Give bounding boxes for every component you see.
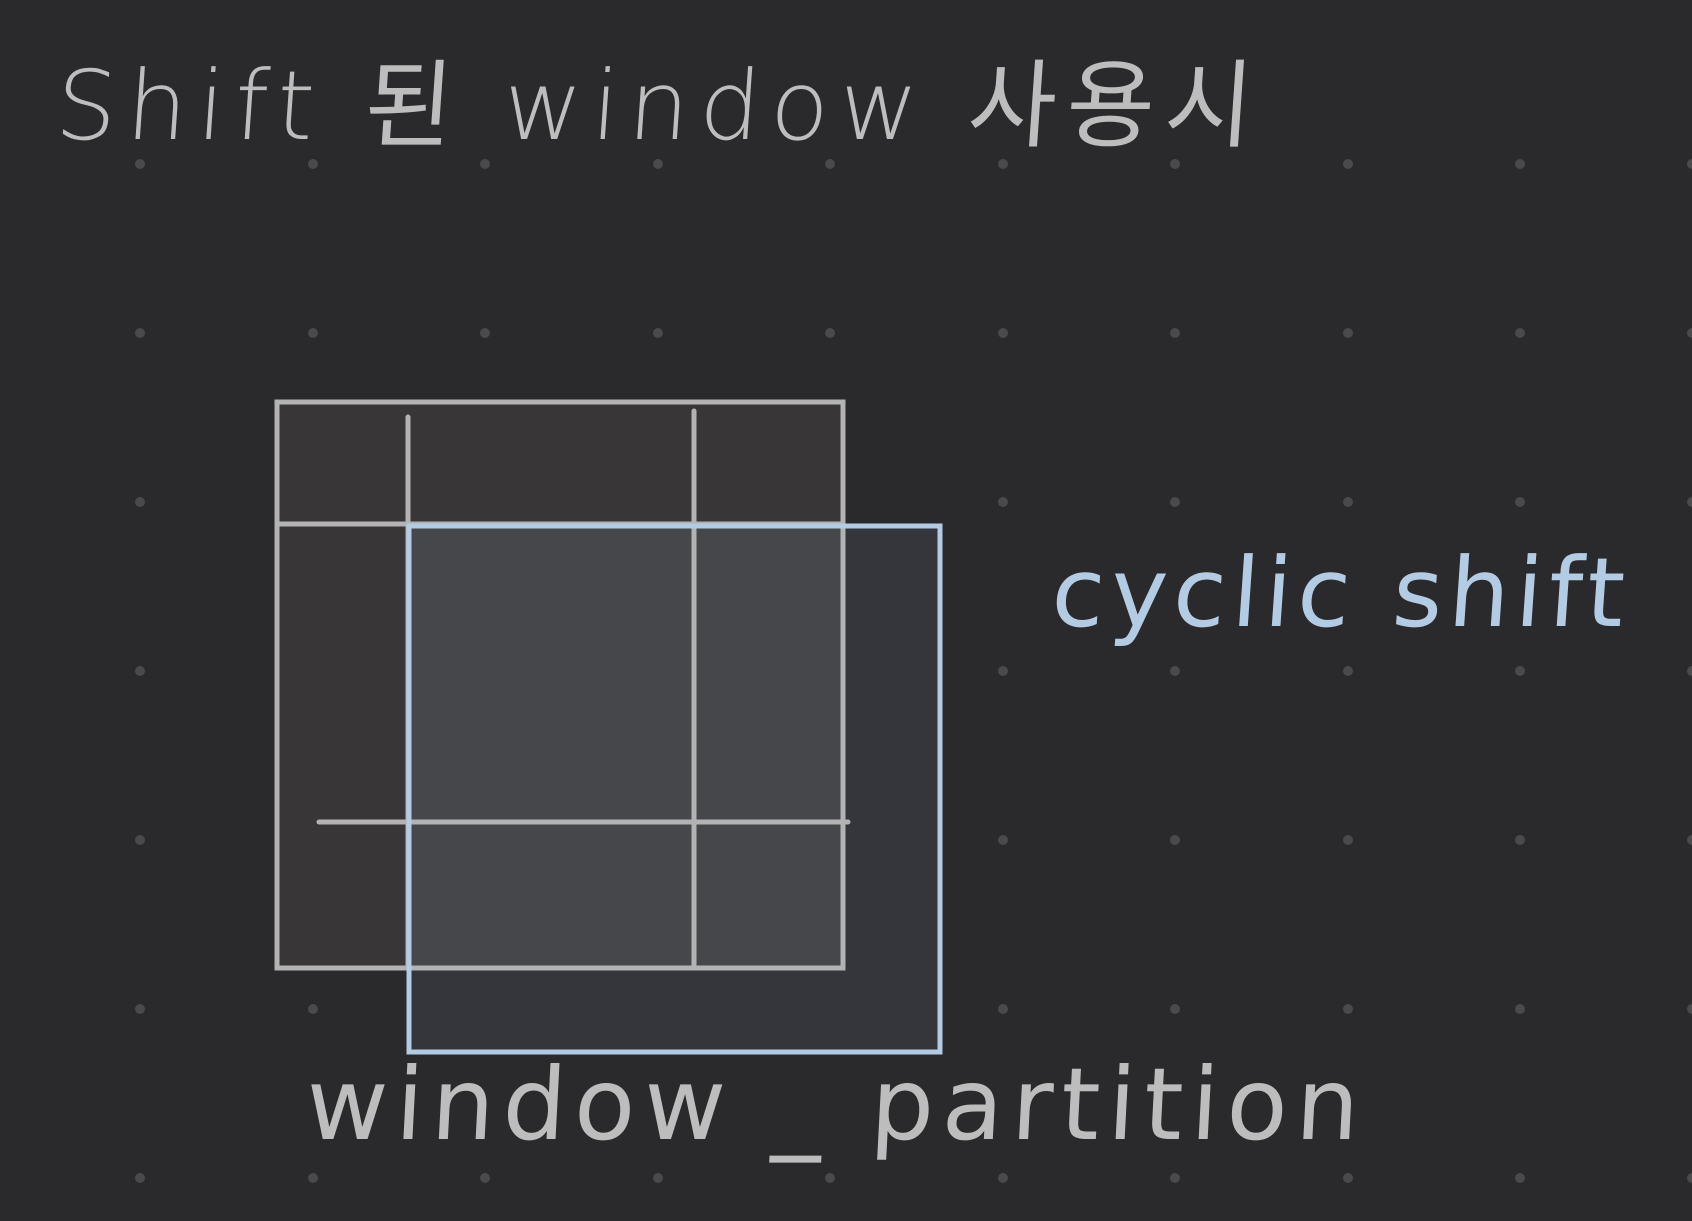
grid-dot [135, 835, 145, 845]
grid-dot [135, 497, 145, 507]
grid-dot [1687, 497, 1692, 507]
grid-dot [480, 328, 490, 338]
grid-dot [1170, 1173, 1180, 1183]
page-title: Shift 된 window 사용시 [52, 50, 1268, 162]
shifted-window-border [406, 523, 943, 1055]
grid-dot [1515, 1004, 1525, 1014]
grid-dot [1170, 835, 1180, 845]
grid-dot [998, 835, 1008, 845]
grid-dot [1687, 835, 1692, 845]
grid-dot [1687, 328, 1692, 338]
grid-dot [308, 159, 318, 169]
grid-dot [1170, 1004, 1180, 1014]
grid-dot [1515, 497, 1525, 507]
overlap-region-fill [409, 526, 843, 968]
grid-dot [308, 328, 318, 338]
grid-dot [1343, 497, 1353, 507]
grid-dot [1343, 666, 1353, 676]
grid-dot [480, 159, 490, 169]
grid-dot [1343, 1173, 1353, 1183]
grid-dot [135, 666, 145, 676]
grid-dot [998, 1004, 1008, 1014]
grid-dot [1170, 328, 1180, 338]
grid-dot [1687, 159, 1692, 169]
grid-dot [825, 159, 835, 169]
grid-dot [1515, 835, 1525, 845]
grid-dot [998, 328, 1008, 338]
grid-dot [1687, 666, 1692, 676]
grid-dot [135, 159, 145, 169]
grid-dot [1343, 1004, 1353, 1014]
grid-dot [1515, 666, 1525, 676]
grid-dot [1170, 666, 1180, 676]
original-window-border [274, 399, 846, 971]
grid-dot [1343, 159, 1353, 169]
grid-dot [1687, 1173, 1692, 1183]
grid-dot [1170, 159, 1180, 169]
grid-dot [480, 1173, 490, 1183]
grid-dot [135, 1173, 145, 1183]
grid-dot [998, 666, 1008, 676]
grid-dot [1343, 835, 1353, 845]
grid-dot [998, 159, 1008, 169]
cyclic-shift-label: cyclic shift [1048, 537, 1635, 649]
grid-dot [653, 1173, 663, 1183]
grid-dot [998, 497, 1008, 507]
grid-dot [308, 1173, 318, 1183]
grid-dot [1170, 497, 1180, 507]
grid-dot [308, 1004, 318, 1014]
window-partition-label: window _ partition [302, 1046, 1371, 1163]
grid-dot [1515, 1173, 1525, 1183]
grid-dot [998, 1173, 1008, 1183]
grid-dot [653, 328, 663, 338]
grid-dot [135, 328, 145, 338]
grid-dot [653, 159, 663, 169]
grid-dot [1687, 1004, 1692, 1014]
grid-dot [135, 1004, 145, 1014]
grid-dot [1343, 328, 1353, 338]
grid-dot [1515, 328, 1525, 338]
grid-dot [825, 328, 835, 338]
grid-dot [825, 1173, 835, 1183]
grid-dot [1515, 159, 1525, 169]
